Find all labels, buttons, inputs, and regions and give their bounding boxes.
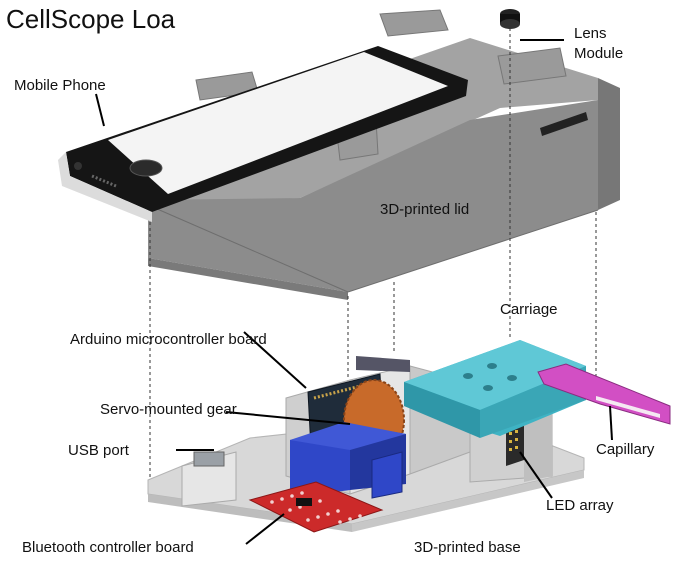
label-carriage: Carriage: [500, 301, 558, 318]
label-lens-module-line2: Module: [574, 45, 623, 62]
capillary-illustration: [537, 363, 671, 425]
label-arduino: Arduino microcontroller board: [70, 331, 267, 348]
servo-motor-illustration: [290, 422, 406, 499]
leader-lines: [95, 39, 613, 545]
bluetooth-board-illustration: [248, 481, 384, 533]
label-led-array: LED array: [546, 497, 614, 514]
mobile-phone-illustration: [58, 46, 468, 222]
label-lens-module-line1: Lens: [574, 25, 607, 42]
label-base: 3D-printed base: [414, 539, 521, 556]
diagram-title: CellScope Loa: [6, 4, 176, 34]
label-usb-port: USB port: [68, 442, 130, 459]
label-servo-gear: Servo-mounted gear: [100, 401, 237, 418]
label-bluetooth: Bluetooth controller board: [22, 539, 194, 556]
label-capillary: Capillary: [596, 441, 655, 458]
label-lid: 3D-printed lid: [380, 201, 469, 218]
labels: Lens Module Mobile Phone 3D-printed lid …: [14, 25, 655, 556]
lens-module-illustration: [500, 9, 520, 29]
label-mobile-phone: Mobile Phone: [14, 77, 106, 94]
